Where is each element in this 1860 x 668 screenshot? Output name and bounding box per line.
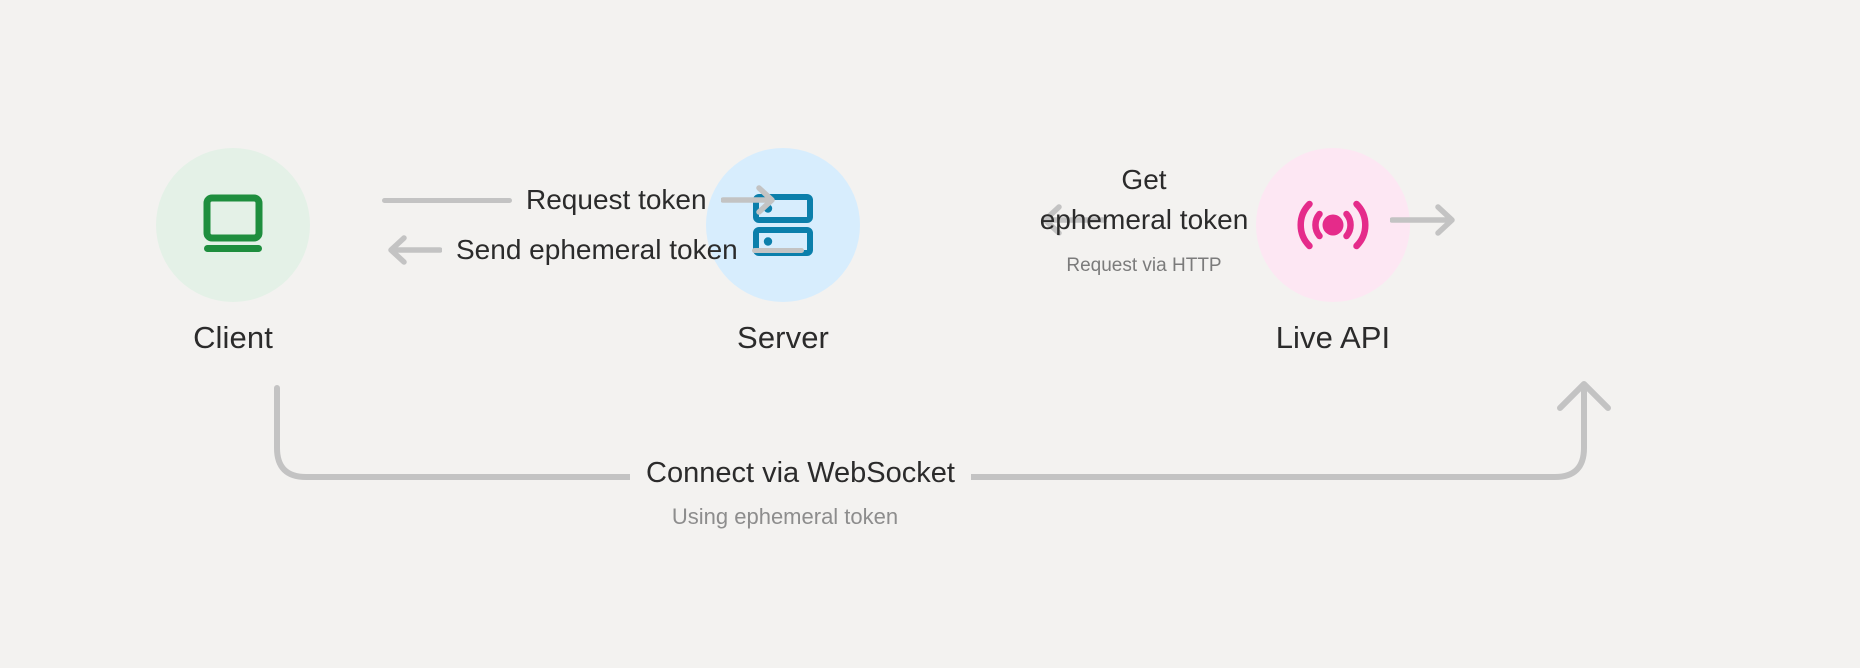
- node-live-api-label: Live API: [1275, 320, 1391, 355]
- arrow-left-icon: [388, 235, 442, 265]
- live-api-icon-circle: [1256, 148, 1410, 302]
- arrow-right-icon-http: [1390, 204, 1455, 236]
- arrow-left-icon-http: [1042, 204, 1107, 236]
- server-rack-icon: [753, 194, 813, 256]
- flow-get-ephemeral-token-sublabel: Request via HTTP: [1066, 255, 1222, 276]
- node-live-api[interactable]: Live API: [1256, 148, 1410, 356]
- flow-request-token-label: Request token: [526, 184, 707, 215]
- node-server-label: Server: [737, 320, 829, 355]
- laptop-icon: [203, 194, 263, 252]
- arrow-right-icon: [720, 185, 775, 215]
- flow-get-ephemeral-token-label-line2: ephemeral token: [1039, 204, 1249, 235]
- server-icon-circle: [706, 148, 860, 302]
- node-client[interactable]: Client: [156, 148, 310, 356]
- flow-request-token: Request token: [382, 180, 781, 220]
- broadcast-signal-icon: [1297, 200, 1369, 250]
- node-client-label: Client: [193, 320, 273, 355]
- flow-get-ephemeral-token-label: Get ephemeral token: [1040, 160, 1249, 240]
- send-ephemeral-token-line: [751, 247, 804, 253]
- flow-send-ephemeral-token: Send ephemeral token: [382, 230, 804, 270]
- request-token-line: [382, 197, 512, 203]
- flow-connect-via-websocket-label: Connect via WebSocket: [630, 455, 971, 491]
- client-icon-circle: [156, 148, 310, 302]
- flow-connect-via-websocket-sublabel: Using ephemeral token: [671, 504, 899, 529]
- node-server[interactable]: Server: [706, 148, 860, 356]
- flow-send-ephemeral-token-label: Send ephemeral token: [456, 234, 738, 265]
- flow-get-ephemeral-token: Get ephemeral token Request via HTTP: [1028, 160, 1260, 278]
- flow-get-ephemeral-token-label-line1: Get: [1121, 164, 1167, 195]
- flow-connect-via-websocket: Connect via WebSocket Using ephemeral to…: [630, 455, 971, 531]
